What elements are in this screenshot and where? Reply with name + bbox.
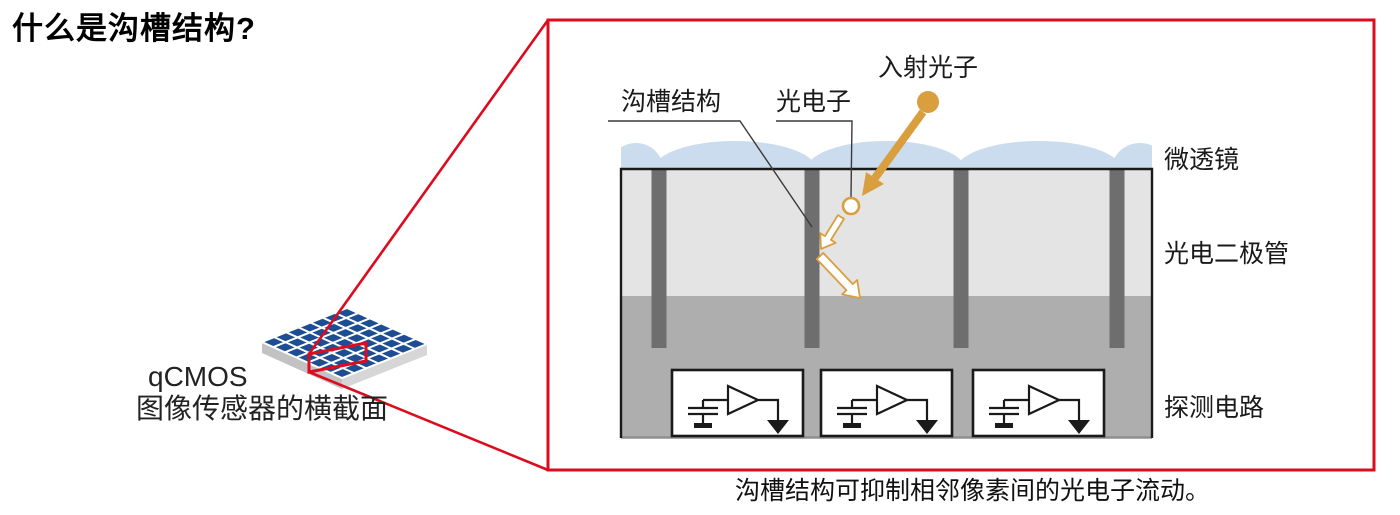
microlens-dome [1112,143,1152,169]
incident-photon-label: 入射光子 [878,54,979,82]
callout-line-bottom [308,370,549,472]
microlens-label: 微透镜 [1164,146,1240,174]
callout-line-top [307,19,550,355]
microlens-dome [957,141,1121,169]
deflect-arrow-1 [819,214,845,250]
chip-caption-line1: qCMOS [148,361,248,392]
zoom-box [546,18,1376,472]
trench-bar [953,170,969,348]
chip-side-right [342,344,427,389]
incident-photon [862,91,939,196]
trench-pointer-line [608,120,813,228]
chip-highlight-rect [307,341,368,374]
detection-circuit-label: 探测电路 [1164,394,1265,422]
photon-arrow-head [862,172,884,196]
microlens-dome [621,143,663,169]
microlens-dome [654,141,816,169]
chip-caption-line2: 图像传感器的横截面 [136,393,389,425]
photoelectron-circle-icon [841,196,861,216]
microlens-array [621,141,1152,169]
diagram-caption: 沟槽结构可抑制相邻像素间的光电子流动。 [735,477,1211,505]
chip-caption: qCMOS 图像传感器的横截面 [136,361,388,425]
microlens-dome [807,141,965,169]
deflect-arrow-2 [815,251,861,299]
page-title: 什么是沟槽结构? [12,11,256,46]
trench-label: 沟槽结构 [621,88,722,116]
chip-top-face [259,306,430,380]
trench-bar [1109,170,1125,348]
photoelectron-label: 光电子 [776,88,852,116]
trench-bar [804,170,820,348]
trench-bars [651,170,1125,348]
incident-photon-dot-icon [917,91,939,113]
detection-circuits [670,368,1106,438]
photon-arrow-shaft [871,109,927,181]
photodiode-label: 光电二极管 [1164,240,1290,268]
photoelectron-pointer-line [776,120,853,198]
block-border [619,167,1154,438]
trench-bar [651,170,667,348]
photodiode-layer [622,170,1151,296]
